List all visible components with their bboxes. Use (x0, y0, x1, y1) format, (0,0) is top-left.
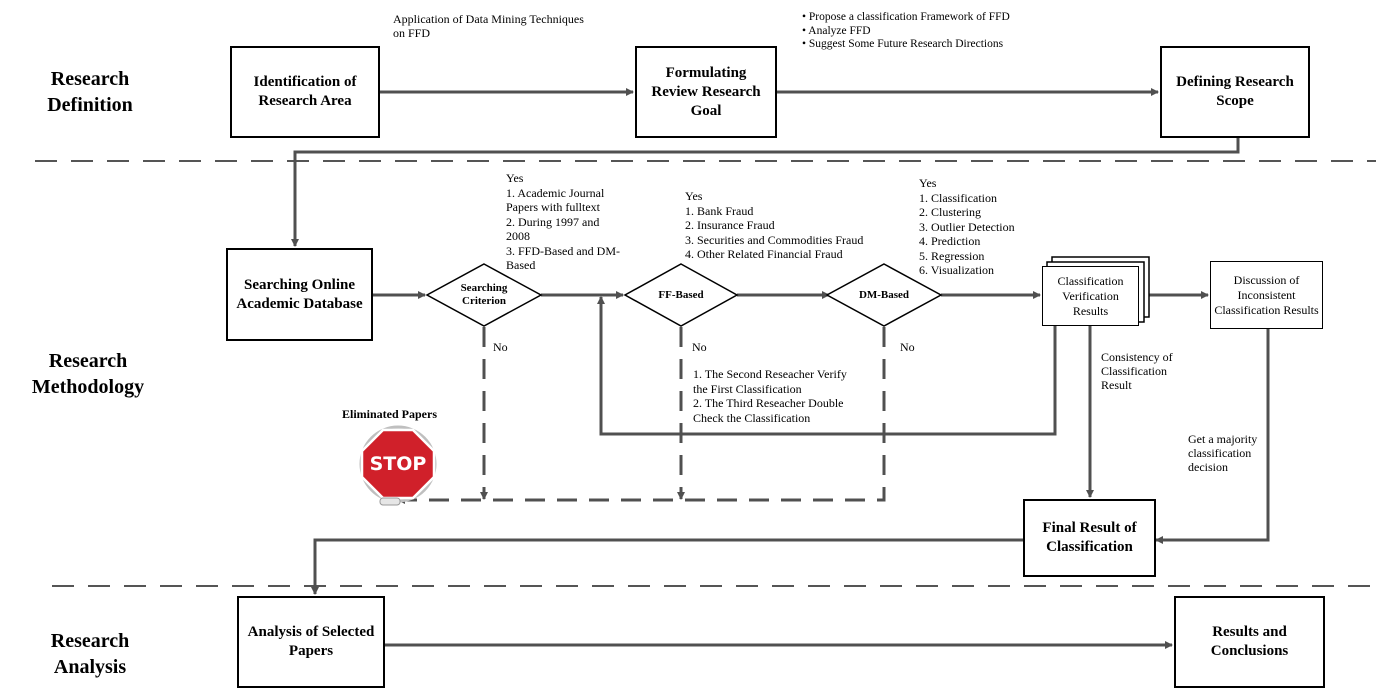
note-application: Application of Data Mining Techniques on… (393, 12, 584, 40)
decision-label-ff-based: FF-Based (658, 289, 704, 301)
list-line: Yes (506, 171, 524, 185)
box-analysis-of-selected-papers: Analysis of Selected Papers (237, 596, 385, 688)
box-formulating-review-research-goal: Formulating Review Research Goal (635, 46, 777, 138)
phase-label-line: Definition (47, 94, 133, 116)
note-line: Result (1101, 378, 1132, 392)
diamond-dm-based (825, 263, 943, 327)
stop-sign-text: STOP (369, 453, 427, 475)
dm-based-yes-list: Yes 1. Classification 2. Clustering 3. O… (919, 176, 1015, 278)
search-criterion-yes-list: Yes 1. Academic Journal Papers with full… (506, 171, 620, 273)
note-consistency: Consistency of Classification Result (1101, 350, 1173, 392)
list-line: 1. Academic Journal (506, 185, 605, 200)
box-searching-online-academic-database: Searching Online Academic Database (226, 248, 373, 341)
arrow-discussion-to-final (1155, 329, 1270, 544)
list-line: 6. Visualization (919, 263, 995, 277)
note-line: Get a majority (1188, 432, 1258, 446)
note-line: Propose a classification Framework of FF… (808, 11, 1010, 23)
note-line: classification (1188, 446, 1252, 460)
note-verification-steps: 1. The Second Reseacher Verify the First… (693, 367, 847, 425)
list-line: 2. Insurance Fraud (685, 218, 775, 232)
list-line: 5. Regression (919, 248, 985, 263)
phase-research-definition: Research Definition (20, 66, 160, 118)
note-goals: • Propose a classification Framework of … (802, 11, 1010, 52)
note-line: Classification (1101, 364, 1167, 378)
no-label-criterion: No (493, 340, 508, 354)
list-line: 1. Bank Fraud (685, 203, 754, 218)
decision-label-searching-criterion: Searching Criterion (444, 282, 524, 308)
box-discussion-inconsistent-results: Discussion of Inconsistent Classificatio… (1210, 261, 1323, 329)
list-line: Yes (685, 189, 703, 203)
arrow-verification-feedback (597, 296, 1057, 436)
list-line: 3. Securities and Commodities Fraud (685, 232, 864, 247)
note-bullet-item: • Suggest Some Future Research Direction… (802, 38, 1004, 50)
ff-based-yes-list: Yes 1. Bank Fraud 2. Insurance Fraud 3. … (685, 189, 863, 262)
box-results-and-conclusions: Results and Conclusions (1174, 596, 1325, 688)
list-line: 2. The Third Reseacher Double (693, 396, 844, 410)
stop-sign-icon (359, 425, 437, 506)
phase-label-line: Research (48, 350, 128, 372)
box-identification-of-research-area: Identification of Research Area (230, 46, 380, 138)
diamond-searching-criterion (425, 263, 543, 327)
list-line: 2. During 1997 and (506, 214, 600, 229)
phase-label-line: Research (50, 630, 130, 652)
note-line: decision (1188, 460, 1228, 474)
no-label-dm-based: No (900, 340, 915, 354)
box-classification-verification-results: Classification Verification Results (1042, 266, 1139, 326)
note-line: on FFD (393, 26, 431, 40)
list-line: Check the Classification (693, 410, 811, 425)
list-line: 4. Other Related Financial Fraud (685, 247, 843, 261)
arrow-final-to-analysis (311, 538, 1023, 595)
diamond-ff-based (623, 263, 739, 327)
note-line: Consistency of (1101, 350, 1173, 364)
list-line: 3. Outlier Detection (919, 219, 1015, 234)
list-line: 1. The Second Reseacher Verify (693, 367, 847, 381)
note-majority: Get a majority classification decision (1188, 432, 1257, 474)
note-bullet-item: • Propose a classification Framework of … (802, 11, 1010, 23)
list-line: 2008 (506, 229, 530, 243)
list-line: 4. Prediction (919, 234, 981, 248)
box-defining-research-scope: Defining Research Scope (1160, 46, 1310, 138)
label-eliminated-papers: Eliminated Papers (342, 407, 437, 421)
phase-research-analysis: Research Analysis (20, 628, 160, 680)
note-bullet-item: • Analyze FFD (802, 24, 871, 37)
list-line: Yes (919, 176, 937, 190)
decision-label-line: Criterion (462, 295, 506, 307)
list-line: Based (506, 258, 536, 272)
list-line: 1. Classification (919, 190, 997, 205)
no-label-ff-based: No (692, 340, 707, 354)
note-line: Suggest Some Future Research Directions (808, 38, 1004, 50)
decision-label-dm-based: DM-Based (858, 289, 910, 301)
decision-label-line: Searching (460, 282, 508, 294)
phase-research-methodology: Research Methodology (8, 348, 168, 400)
note-line: Application of Data Mining Techniques (393, 12, 584, 26)
phase-label-line: Methodology (31, 376, 145, 398)
phase-label-line: Analysis (53, 656, 127, 678)
phase-label-line: Research (50, 68, 130, 90)
note-line: Analyze FFD (808, 24, 871, 37)
arrow-defining-to-searching (291, 137, 1240, 247)
list-line: Papers with fulltext (506, 200, 600, 214)
arrow-dmbased-no (397, 327, 886, 504)
list-line: 3. FFD-Based and DM- (506, 243, 620, 258)
box-final-result-of-classification: Final Result of Classification (1023, 499, 1156, 577)
list-line: 2. Clustering (919, 205, 981, 219)
list-line: the First Classification (693, 381, 802, 396)
